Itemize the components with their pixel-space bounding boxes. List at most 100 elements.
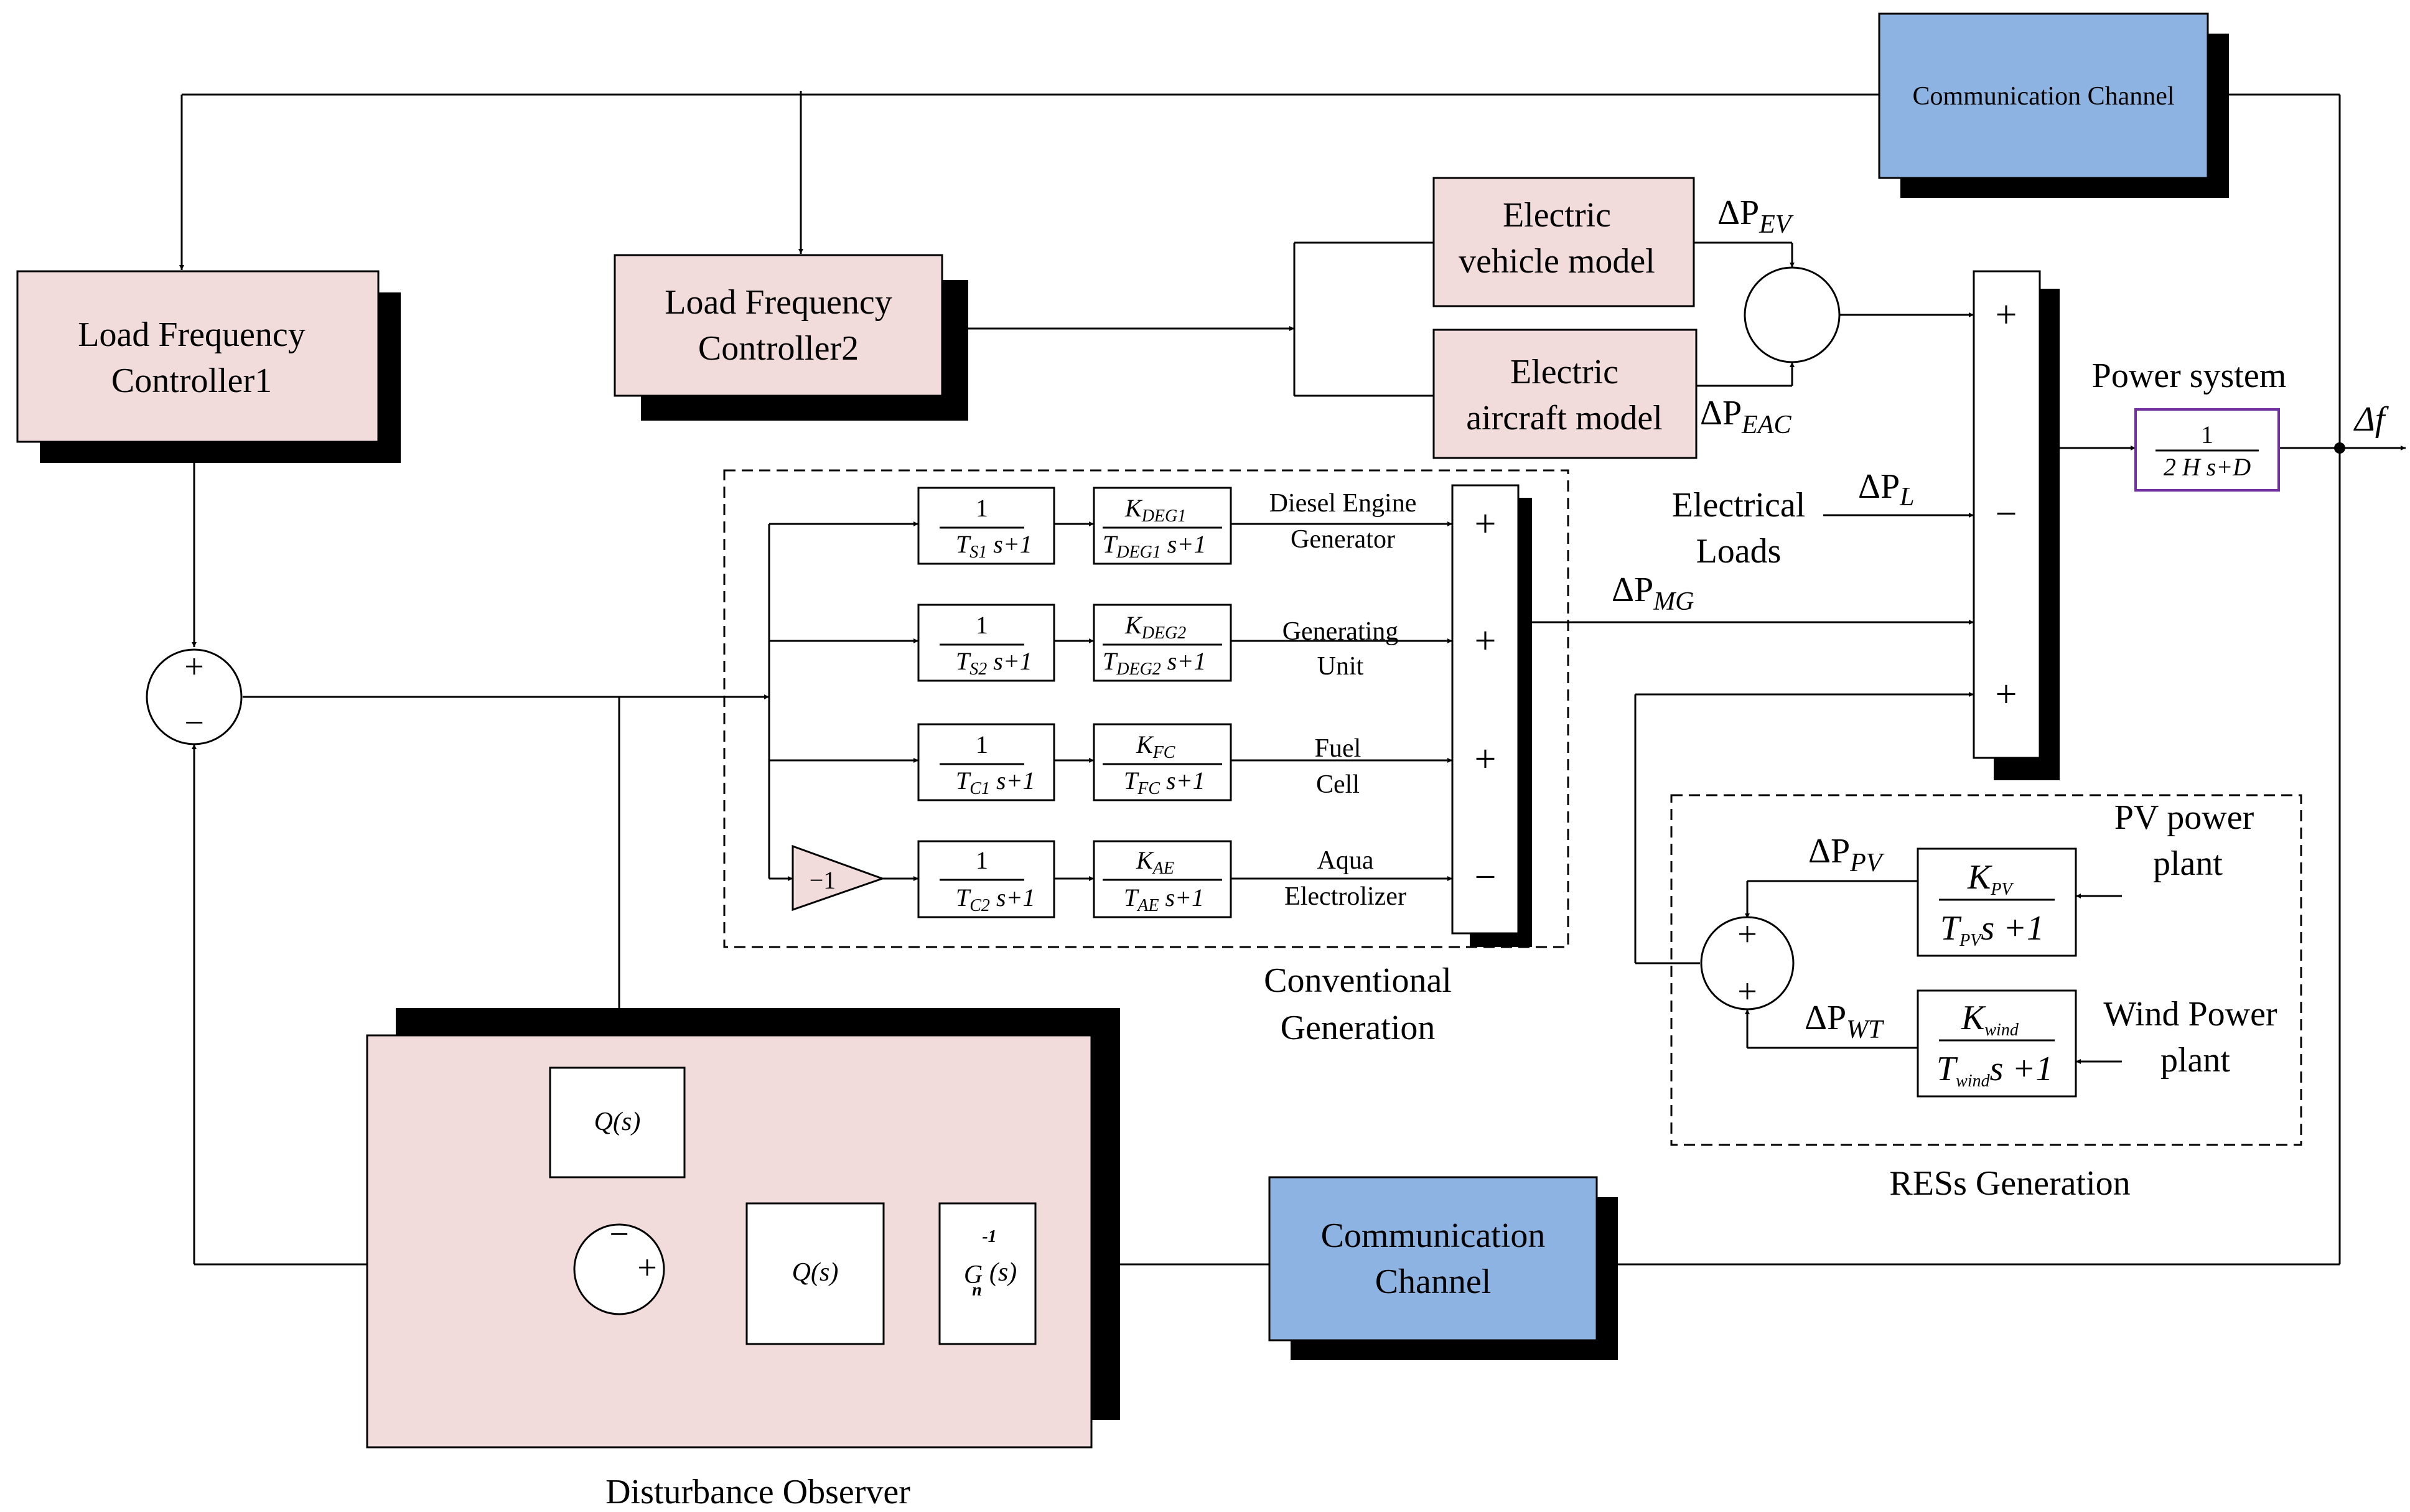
res-summing-junction: + + xyxy=(1700,915,1795,1011)
tf-tc1: 1 TC1 s+1 xyxy=(917,723,1055,801)
tf-ae: KAE TAE s+1 xyxy=(1093,840,1232,918)
label-electrical-loads: Electrical Loads xyxy=(1672,486,1806,571)
svg-text:KPV: KPV xyxy=(1967,858,2014,899)
label-res-generation: RESs Generation xyxy=(1889,1164,2130,1203)
svg-text:Cell: Cell xyxy=(1316,770,1360,799)
svg-text:+: + xyxy=(637,1249,657,1287)
svg-text:1: 1 xyxy=(976,611,988,639)
svg-text:Twinds +1: Twinds +1 xyxy=(1936,1050,2053,1091)
svg-text:Kwind: Kwind xyxy=(1961,999,2019,1040)
gn-inverse-block: -1 G n (s) xyxy=(938,1202,1037,1345)
load-frequency-controller1: Load Frequency Controller1 xyxy=(16,270,401,463)
svg-text:TFC s+1: TFC s+1 xyxy=(1124,767,1205,798)
svg-text:Δf: Δf xyxy=(2353,400,2389,439)
svg-text:Wind Power: Wind Power xyxy=(2103,995,2277,1034)
svg-text:TDEG1 s+1: TDEG1 s+1 xyxy=(1103,530,1206,562)
svg-text:KDEG2: KDEG2 xyxy=(1124,611,1186,643)
svg-text:TC1 s+1: TC1 s+1 xyxy=(956,767,1035,798)
tf-ts1: 1 TS1 s+1 xyxy=(917,487,1055,565)
res-generation-group xyxy=(1670,794,2302,1146)
svg-text:KDEG1: KDEG1 xyxy=(1124,494,1186,526)
electric-vehicle-model: Electric vehicle model xyxy=(1432,177,1695,307)
svg-text:ΔPPV: ΔPPV xyxy=(1808,832,1885,877)
svg-text:+: + xyxy=(1737,973,1757,1011)
svg-text:+: + xyxy=(1475,738,1497,780)
svg-text:TS1 s+1: TS1 s+1 xyxy=(956,530,1032,562)
conventional-generation-group xyxy=(723,469,1569,948)
label-generating-unit: Generating Unit xyxy=(1282,617,1399,681)
communication-channel-bottom: Communication Channel xyxy=(1268,1176,1618,1360)
svg-text:Load Frequency: Load Frequency xyxy=(78,315,305,354)
svg-text:+: + xyxy=(1996,673,2017,716)
conventional-summing-bar: + + + − xyxy=(1451,484,1532,947)
tf-ts2: 1 TS2 s+1 xyxy=(917,604,1055,682)
svg-text:Diesel Engine: Diesel Engine xyxy=(1269,489,1417,518)
svg-text:plant: plant xyxy=(2160,1041,2230,1080)
svg-text:2 H s+D: 2 H s+D xyxy=(2164,453,2251,481)
svg-text:+: + xyxy=(1475,620,1497,662)
signal-dp-wt: ΔPWT xyxy=(1805,999,1884,1044)
svg-text:Generating: Generating xyxy=(1282,617,1399,646)
svg-text:Loads: Loads xyxy=(1696,532,1782,571)
label-pv-plant: PV power plant xyxy=(2114,798,2254,883)
svg-text:+: + xyxy=(184,648,204,686)
signal-dp-l: ΔPL xyxy=(1858,467,1915,511)
label-aqua: Aqua Electrolizer xyxy=(1284,846,1406,911)
svg-text:Generator: Generator xyxy=(1291,525,1395,554)
svg-text:Electrical: Electrical xyxy=(1672,486,1806,525)
dob-summing-junction: − + xyxy=(573,1215,665,1315)
svg-text:−: − xyxy=(1996,493,2017,535)
svg-text:plant: plant xyxy=(2153,844,2223,883)
svg-text:Channel: Channel xyxy=(1375,1262,1492,1301)
signal-dp-ev: ΔPEV xyxy=(1717,194,1794,239)
svg-text:TPVs +1: TPVs +1 xyxy=(1940,909,2044,950)
main-summing-junction: + − xyxy=(146,648,243,745)
tf-power-system: 1 2 H s+D xyxy=(2134,408,2280,492)
svg-text:Electric: Electric xyxy=(1510,353,1618,391)
tf-wind: Kwind Twinds +1 xyxy=(1917,989,2077,1098)
svg-text:Generation: Generation xyxy=(1281,1009,1436,1047)
svg-text:G: G xyxy=(964,1261,983,1289)
svg-text:aircraft model: aircraft model xyxy=(1466,399,1663,437)
svg-text:TDEG2 s+1: TDEG2 s+1 xyxy=(1103,647,1206,679)
tf-fc: KFC TFC s+1 xyxy=(1093,723,1232,801)
wires xyxy=(179,91,2406,1272)
svg-text:1: 1 xyxy=(976,846,988,874)
svg-text:Unit: Unit xyxy=(1317,652,1364,681)
svg-text:1: 1 xyxy=(976,730,988,758)
svg-text:−: − xyxy=(609,1215,629,1254)
label-disturbance-observer: Disturbance Observer xyxy=(605,1473,910,1511)
label-diesel: Diesel Engine Generator xyxy=(1269,489,1417,554)
load-frequency-controller2: Load Frequency Controller2 xyxy=(614,254,968,421)
svg-text:1: 1 xyxy=(976,494,988,522)
label-conventional-generation: Conventional Generation xyxy=(1264,961,1452,1047)
svg-text:vehicle model: vehicle model xyxy=(1459,242,1655,281)
label-delta-f: Δf xyxy=(2353,400,2389,439)
svg-text:RESs Generation: RESs Generation xyxy=(1889,1164,2130,1203)
svg-text:Conventional: Conventional xyxy=(1264,961,1452,1000)
svg-text:Aqua: Aqua xyxy=(1317,846,1374,875)
svg-text:PV power: PV power xyxy=(2114,798,2254,837)
q-bottom-block: Q(s) xyxy=(745,1202,885,1345)
svg-text:TAE s+1: TAE s+1 xyxy=(1124,884,1204,915)
svg-text:+: + xyxy=(1475,503,1497,545)
tf-tc2: 1 TC2 s+1 xyxy=(917,840,1055,918)
tf-pv: KPV TPVs +1 xyxy=(1917,847,2077,957)
svg-text:Electric: Electric xyxy=(1503,196,1611,235)
svg-text:−1: −1 xyxy=(810,866,836,894)
svg-text:Fuel: Fuel xyxy=(1315,734,1361,763)
svg-text:−: − xyxy=(1475,856,1497,898)
svg-text:(s): (s) xyxy=(989,1258,1017,1287)
svg-text:ΔPMG: ΔPMG xyxy=(1612,571,1694,616)
signal-dp-mg: ΔPMG xyxy=(1612,571,1694,616)
svg-text:+: + xyxy=(1737,915,1757,954)
svg-text:Communication Channel: Communication Channel xyxy=(1912,82,2174,111)
svg-text:ΔPL: ΔPL xyxy=(1858,467,1915,511)
svg-text:TC2 s+1: TC2 s+1 xyxy=(956,884,1035,915)
signal-dp-pv: ΔPPV xyxy=(1808,832,1885,877)
main-summing-bar: + − + xyxy=(1973,270,2060,780)
label-wind-plant: Wind Power plant xyxy=(2103,995,2277,1080)
ev-eac-summing-junction xyxy=(1744,266,1841,363)
delta-f-junction xyxy=(2334,442,2345,454)
svg-text:ΔPEV: ΔPEV xyxy=(1717,194,1794,239)
